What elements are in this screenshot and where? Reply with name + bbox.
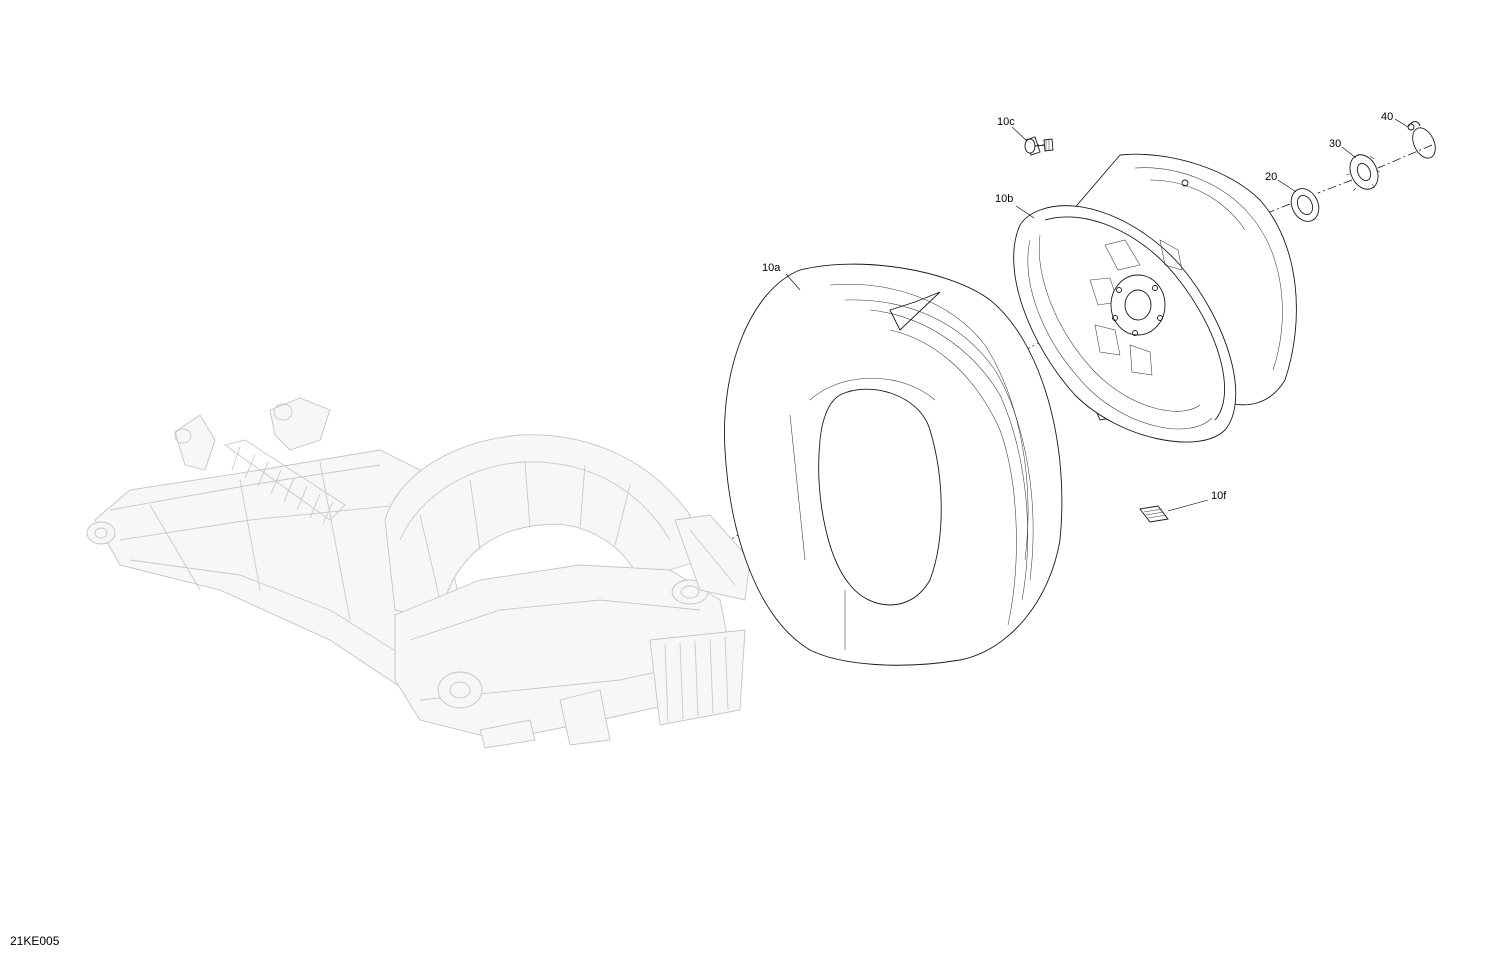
- retaining-clip-40: [1407, 121, 1436, 159]
- castle-nut-30: [1345, 153, 1381, 192]
- spacer-20: [1290, 188, 1320, 222]
- valve-stem-10c: [1024, 136, 1054, 156]
- wheel-weight-10f: [1139, 505, 1169, 523]
- callout-10a: 10a: [762, 262, 781, 274]
- callout-labels: 10a 10b 10c 10f 20 30 40: [762, 111, 1393, 502]
- shock-absorber: [223, 439, 346, 525]
- rear-fender: [384, 434, 701, 621]
- callout-10c: 10c: [997, 116, 1015, 128]
- callout-30: 30: [1329, 138, 1341, 150]
- swing-arm-assembly: [86, 397, 751, 749]
- callout-20: 20: [1265, 171, 1277, 183]
- callout-10f: 10f: [1211, 490, 1227, 502]
- callout-40: 40: [1381, 111, 1393, 123]
- diagram-reference-code: 21KE005: [10, 934, 60, 948]
- leader-lines: [785, 118, 1409, 512]
- wheel-rim-10b: [1013, 153, 1297, 443]
- tire-10a: [724, 263, 1063, 666]
- callout-10b: 10b: [995, 193, 1013, 205]
